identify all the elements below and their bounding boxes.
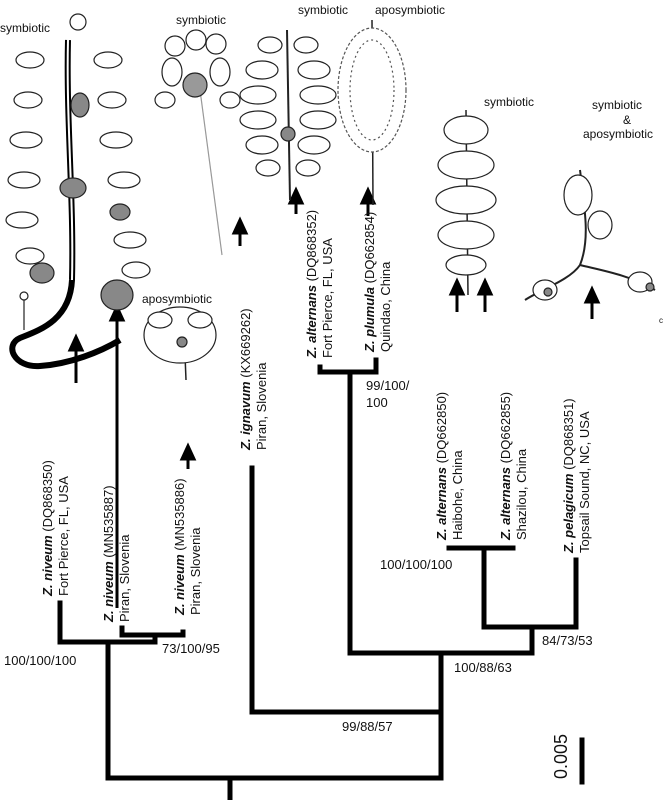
colony-niveum-fl [5,13,151,370]
support-value: 73/100/95 [162,641,220,656]
colony-ignavum [154,29,241,256]
support-value: 100 [366,395,388,410]
panel-letter: c [659,316,663,325]
taxon-label: Z. alternans (DQ662855)Shazilou, China [498,391,529,540]
support-value: 100/88/63 [454,660,512,675]
status-label: aposymbiotic [583,127,654,141]
arrows [67,186,601,608]
arrow-9 [583,285,601,304]
taxon-label: Z. alternans (DQ868352)Fort Pierce, FL, … [304,209,335,358]
arrow-7 [448,277,466,296]
colony-niveum-mn535886 [143,306,217,381]
support-value: 100/100/100 [380,557,453,572]
arrow-8 [476,277,494,296]
scale-bar-label: 0.005 [551,733,571,779]
arrow-4 [231,216,249,235]
colony-alternans-china [435,109,497,296]
support-value: 99/88/57 [342,719,393,734]
status-label: symbiotic [176,13,227,27]
support-value: 100/100/100 [4,653,77,668]
taxon-label: Z. pelagicum (DQ868351)Topsail Sound, NC… [561,398,592,553]
status-label: symbiotic [592,98,643,112]
tree-branches [57,357,585,800]
status-label: aposymbiotic [375,3,446,17]
status-label: aposymbiotic [142,292,213,306]
support-value: 99/100/ [366,378,410,393]
taxon-label: Z. plumula (DQ662854)Quindao, China [362,211,393,352]
arrow-1 [67,333,85,352]
colony-alternans-fl [239,29,337,201]
status-label: symbiotic [484,95,535,109]
taxon-label: Z. ignavum (KX669262)Piran, Slovenia [238,308,269,450]
support-value: 84/73/53 [542,633,593,648]
arrow-6 [359,186,377,205]
status-label: symbiotic [298,3,349,17]
colony-plumula [337,19,407,206]
taxon-label: Z. niveum (MN535886)Piran, Slovenia [172,478,203,615]
colony-pelagicum [524,169,656,301]
taxon-label: Z. niveum (MN535887)Piran, Slovenia [101,485,132,622]
arrow-5 [287,186,305,205]
taxon-label: Z. alternans (DQ662850)Haibohe, China [434,391,465,540]
status-label: & [623,113,632,127]
arrow-2 [108,303,126,322]
arrow-3 [179,442,197,461]
organism-illustrations [5,13,656,381]
taxon-label: Z. niveum (DQ868350)Fort Pierce, FL, USA [40,460,71,596]
status-label: symbiotic [0,21,51,35]
